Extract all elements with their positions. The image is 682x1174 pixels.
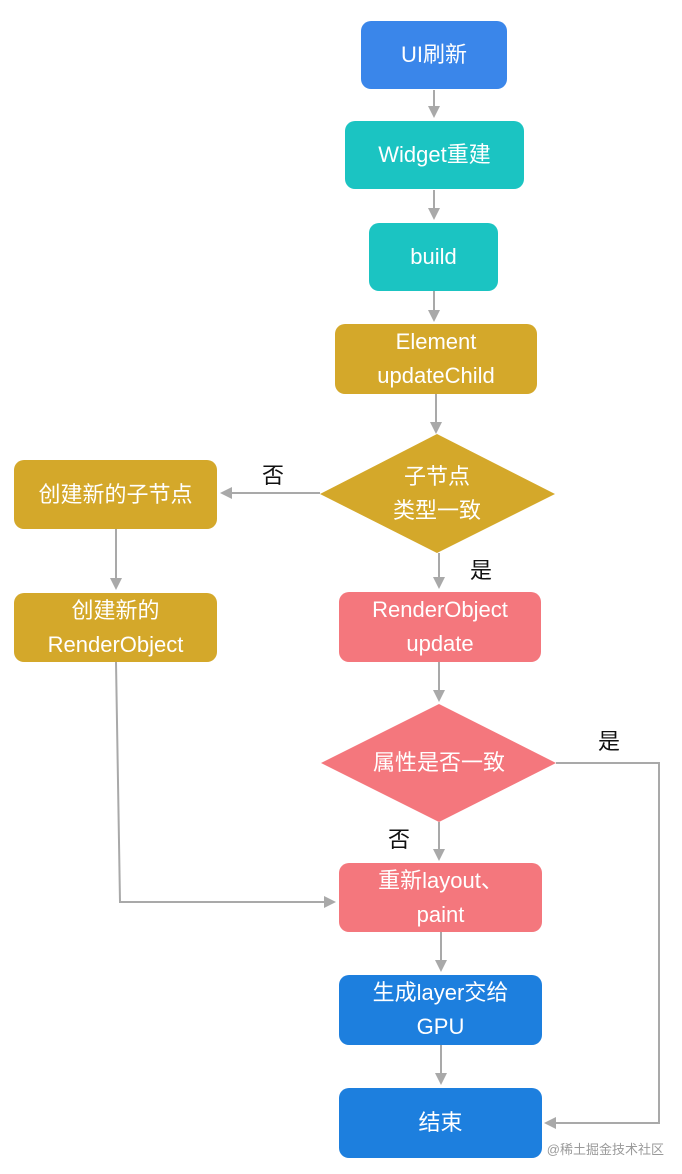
node-relayout-line1: 重新layout、 (378, 867, 503, 893)
node-create-child-label: 创建新的子节点 (38, 481, 193, 507)
node-create-render-line1: 创建新的 (71, 597, 160, 623)
node-end-label: 结束 (418, 1110, 463, 1135)
decision-child-type-line2: 类型一致 (392, 498, 481, 523)
node-ui-refresh-label: UI刷新 (400, 42, 467, 67)
node-create-child: 创建新的子节点 (14, 460, 217, 529)
decision-child-type: 子节点 类型一致 (340, 454, 534, 534)
node-widget-rebuild-label: Widget重建 (378, 142, 491, 167)
node-end: 结束 (339, 1088, 542, 1158)
node-gen-layer-line2: GPU (416, 1014, 465, 1039)
node-widget-rebuild: Widget重建 (345, 121, 524, 189)
node-gen-layer-line1: 生成layer交给 (372, 980, 509, 1005)
node-build: build (369, 223, 498, 291)
node-render-object-update: RenderObject update (339, 592, 541, 662)
node-element-label-line2: updateChild (377, 363, 495, 388)
node-element-label-line1: Element (395, 329, 477, 354)
node-relayout-paint: 重新layout、 paint (339, 863, 542, 932)
node-build-label: build (410, 244, 457, 269)
edge-create-render-to-relayout (115, 661, 336, 908)
node-relayout-line2: paint (416, 901, 465, 927)
node-create-render-object: 创建新的 RenderObject (14, 593, 217, 662)
node-gen-layer: 生成layer交给 GPU (339, 975, 542, 1045)
node-create-render-line2: RenderObject (47, 631, 184, 657)
node-ui-refresh: UI刷新 (361, 21, 507, 89)
label-child-type-no: 否 (262, 463, 285, 488)
decision-attrs-label: 属性是否一致 (372, 750, 505, 775)
decision-attrs: 属性是否一致 (340, 743, 538, 783)
decision-child-type-line1: 子节点 (403, 464, 470, 489)
decision-child-type-shape (320, 434, 555, 553)
node-render-update-line2: update (406, 631, 474, 656)
label-attrs-yes: 是 (598, 729, 621, 754)
label-attrs-no: 否 (388, 827, 411, 852)
node-element-update-child: Element updateChild (335, 324, 537, 394)
edge-attrs-yes-to-end (544, 762, 660, 1129)
watermark: @稀土掘金技术社区 (546, 1142, 664, 1157)
node-render-update-line1: RenderObject (372, 597, 508, 622)
label-child-type-yes: 是 (470, 558, 493, 583)
decision-attrs-shape (321, 704, 556, 822)
